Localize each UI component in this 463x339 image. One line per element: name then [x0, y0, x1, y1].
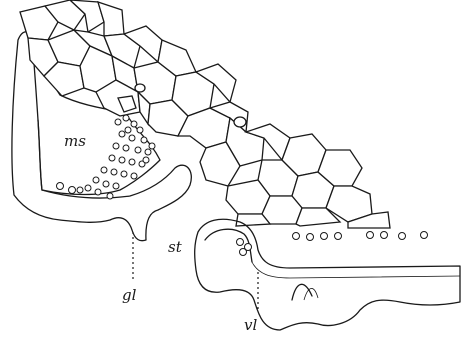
nucleus — [131, 173, 137, 179]
nucleus — [123, 115, 129, 121]
label-st: st — [168, 238, 183, 256]
nucleus — [143, 157, 149, 163]
nucleus — [113, 183, 119, 189]
nucleus — [129, 135, 135, 141]
nucleus — [85, 185, 91, 191]
nucleus — [111, 169, 117, 175]
nucleus — [77, 187, 83, 193]
label-vl: vl — [244, 316, 257, 334]
nucleus — [145, 149, 151, 155]
nucleus — [93, 177, 99, 183]
nucleus — [131, 121, 137, 127]
nucleus — [119, 131, 125, 137]
nucleus — [109, 155, 115, 161]
nucleus — [125, 127, 131, 133]
nucleus — [123, 145, 129, 151]
nucleus — [119, 157, 125, 163]
nucleus — [121, 171, 127, 177]
nucleus — [137, 127, 143, 133]
nucleus — [129, 159, 135, 165]
nuclei-cluster — [77, 115, 155, 199]
nucleus — [95, 189, 101, 195]
label-ms: ms — [64, 132, 86, 150]
nucleus — [101, 167, 107, 173]
label-gl: gl — [122, 286, 137, 304]
nucleus — [115, 119, 121, 125]
nucleus — [141, 137, 147, 143]
nucleus — [103, 181, 109, 187]
nucleus — [107, 193, 113, 199]
nucleus — [135, 147, 141, 153]
nucleus — [149, 143, 155, 149]
nucleus — [113, 143, 119, 149]
